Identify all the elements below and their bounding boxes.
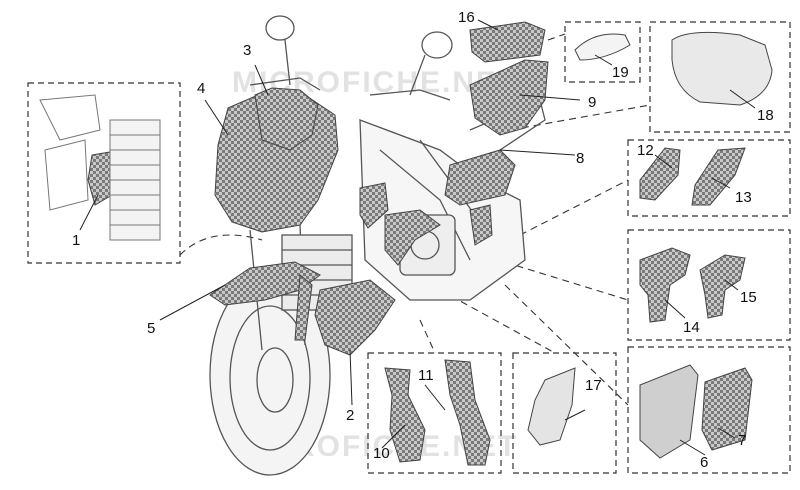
callout-9: 9 (588, 94, 596, 111)
callout-8: 8 (576, 150, 584, 167)
callout-14: 14 (683, 319, 700, 336)
detail-box-seat-cover (564, 21, 641, 83)
detail-box-side-panels (627, 139, 791, 217)
part-belly-pan (527, 367, 576, 446)
callout-17: 17 (585, 377, 602, 394)
leader-lines (79, 19, 756, 456)
detail-box-seat (649, 21, 791, 133)
callout-12: 12 (637, 142, 654, 159)
callout-6: 6 (700, 454, 708, 471)
detail-box-air-ducts (627, 229, 791, 341)
carbon-parts (87, 21, 549, 356)
callout-18: 18 (757, 107, 774, 124)
callout-2: 2 (346, 407, 354, 424)
callout-13: 13 (735, 189, 752, 206)
part-seat-cover (574, 33, 631, 61)
part-air-intake-right (469, 204, 493, 246)
part-fork-guard (294, 273, 313, 341)
detail-box-tank-covers (627, 346, 791, 474)
part-front-mudguard (209, 261, 321, 306)
callout-7: 7 (738, 432, 746, 449)
callout-11: 11 (418, 367, 434, 384)
part-belly-pan-front (314, 279, 396, 356)
part-windscreen (254, 87, 319, 151)
callout-10: 10 (373, 445, 390, 462)
detail-box-belly-pan (512, 352, 617, 474)
part-lower-cover-left (384, 367, 426, 463)
detail-box-lower-covers (367, 352, 502, 474)
callout-4: 4 (197, 80, 205, 97)
callout-labels: 1 2 3 4 5 6 7 8 9 10 11 12 13 14 15 16 1… (72, 9, 774, 471)
part-tail-top (469, 21, 546, 63)
part-radiator-side (384, 209, 441, 266)
detail-box-radiator (27, 82, 181, 264)
part-tank-cover-right (701, 367, 753, 451)
callout-1: 1 (72, 232, 80, 249)
callout-19: 19 (612, 64, 629, 81)
part-radiator-cover-detail (87, 151, 113, 206)
part-side-panel-left (639, 147, 681, 201)
part-lower-cover-right (444, 359, 491, 466)
part-air-intake-left (359, 182, 389, 229)
callout-16: 16 (458, 9, 475, 26)
part-side-panel-right (691, 147, 746, 206)
detail-boxes (27, 21, 791, 474)
callout-5: 5 (147, 320, 155, 337)
radiator-detail-drawing (39, 94, 161, 241)
detail-box-parts (384, 31, 773, 466)
part-tail-section (469, 59, 549, 136)
part-seat (671, 31, 773, 106)
part-tank-cover-left (639, 364, 699, 459)
callout-15: 15 (740, 289, 757, 306)
part-air-duct-right (699, 254, 746, 319)
part-air-duct-left (639, 247, 691, 323)
callout-3: 3 (243, 42, 251, 59)
